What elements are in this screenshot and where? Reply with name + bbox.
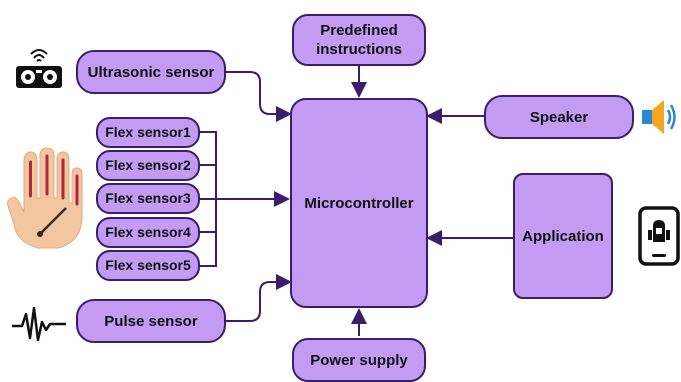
flex-sensor-1-box: Flex sensor1 [96,117,200,148]
ultrasonic-sensor-label: Ultrasonic sensor [87,63,215,81]
flex-sensor-1-label: Flex sensor1 [105,124,191,140]
ultrasonic-arrow [226,71,292,122]
flex-sensor-2-label: Flex sensor2 [105,157,191,173]
microcontroller-box: Microcontroller [290,98,428,308]
predefined-instructions-label: Predefined instructions [316,22,402,58]
power-supply-box: Power supply [292,338,426,382]
power-supply-label: Power supply [310,351,408,369]
speaker-icon [642,100,676,134]
microcontroller-label: Microcontroller [304,194,414,212]
flex-sensor-5-label: Flex sensor5 [105,257,191,273]
pulse-arrow [226,274,292,322]
predefined-instructions-box: Predefined instructions [292,14,426,66]
pulse-sensor-label: Pulse sensor [104,312,198,330]
application-box: Application [513,173,613,299]
application-label: Application [522,227,604,245]
flex-sensor-4-box: Flex sensor4 [96,217,200,248]
flex-sensor-3-box: Flex sensor3 [96,183,200,214]
flex-sensor-2-box: Flex sensor2 [96,150,200,181]
hand-with-flex-sensors-icon [7,147,83,249]
smartphone-app-icon [638,206,680,266]
ultrasonic-sensor-box: Ultrasonic sensor [76,50,226,94]
ultrasonic-module-icon [16,49,62,88]
flex-sensor-5-box: Flex sensor5 [96,250,200,281]
speaker-label: Speaker [529,108,589,126]
speaker-box: Speaker [484,95,634,139]
pulse-sensor-box: Pulse sensor [76,299,226,343]
flex-sensor-3-label: Flex sensor3 [105,190,191,206]
flex-sensor-4-label: Flex sensor4 [105,224,191,240]
pulse-waveform-icon [12,306,66,342]
